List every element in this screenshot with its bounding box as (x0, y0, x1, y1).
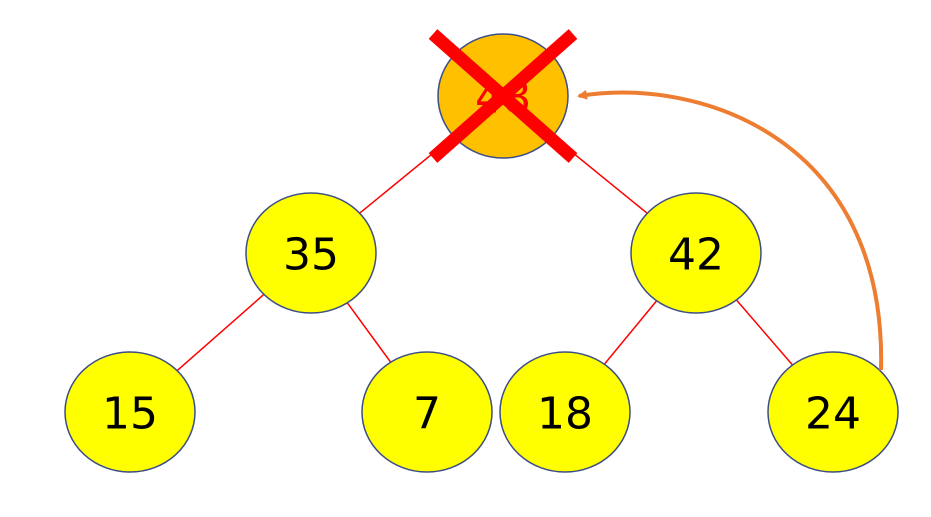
edge-n35-n15 (176, 293, 265, 372)
node-value: 15 (102, 389, 158, 440)
edge-n35-n7 (346, 302, 392, 363)
node-value: 42 (668, 230, 724, 281)
tree-node-n18: 18 (499, 351, 631, 473)
node-circle (64, 351, 196, 473)
tree-node-n7: 7 (361, 351, 493, 473)
node-value: 18 (537, 389, 593, 440)
tree-node-n42: 42 (630, 192, 762, 314)
tree-nodes: 4835421571824 (64, 33, 899, 473)
tree-node-n15: 15 (64, 351, 196, 473)
node-circle (630, 192, 762, 314)
tree-node-n24: 24 (767, 351, 899, 473)
tree-node-n35: 35 (245, 192, 377, 314)
move-to-root-arrow (577, 89, 884, 371)
edge-n42-n18 (603, 300, 658, 365)
node-circle (767, 351, 899, 473)
node-circle (361, 351, 493, 473)
delete-cross-icon (428, 29, 578, 163)
node-value: 35 (283, 230, 339, 281)
node-circle (499, 351, 631, 473)
edge-n42-n24 (735, 299, 794, 366)
annotations (428, 29, 884, 371)
node-value: 7 (413, 389, 441, 440)
node-circle (245, 192, 377, 314)
node-value: 24 (805, 389, 861, 440)
